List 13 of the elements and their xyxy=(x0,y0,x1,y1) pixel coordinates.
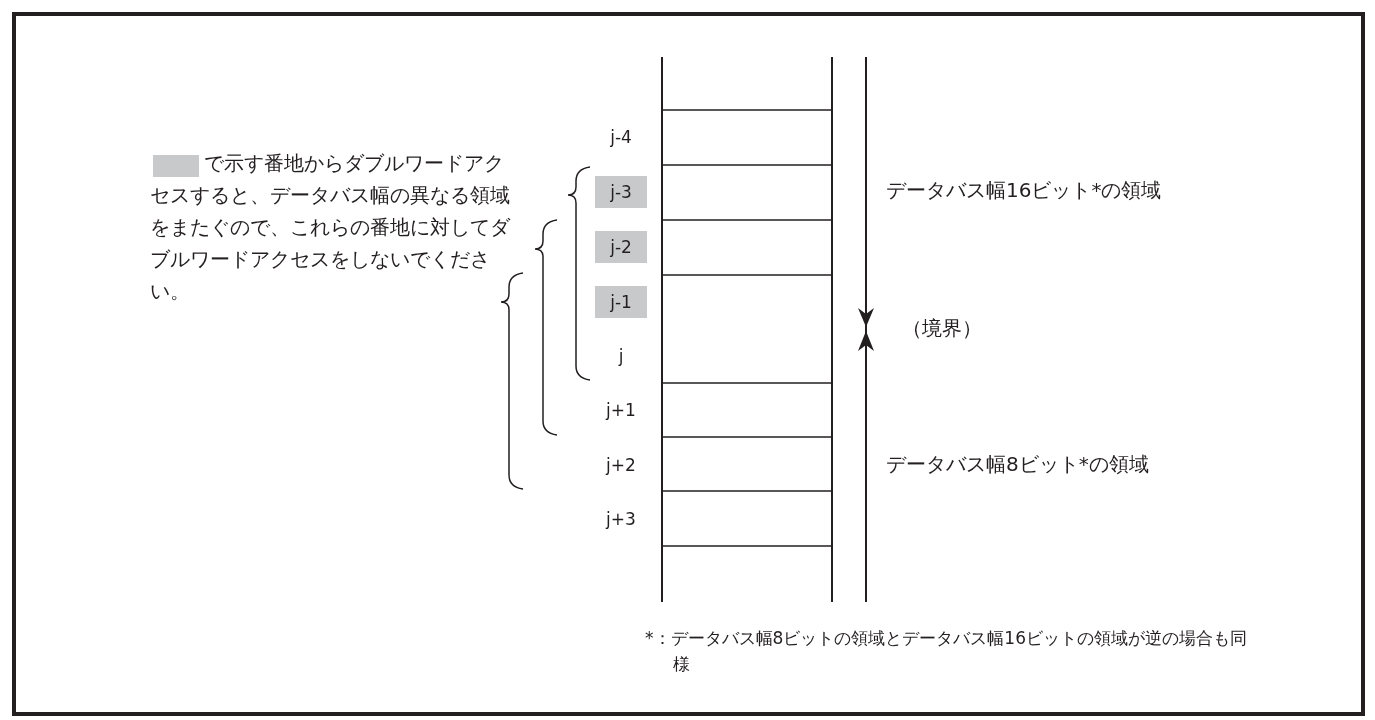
address-label: j xyxy=(617,345,625,368)
address-label: j+2 xyxy=(604,454,637,477)
shaded-address-cell: j-3 xyxy=(595,176,647,208)
region-label: データバス幅8ビット*の領域 xyxy=(886,452,1149,476)
note-text: で示す番地からダブルワードアクセスすると、データバス幅の異なる領域をまたぐので、これらの番地に対してダブルワードアクセスをしないでください。 xyxy=(150,151,512,305)
address-label: j+3 xyxy=(604,508,637,531)
address-label: j-4 xyxy=(609,126,633,149)
address-label: j+1 xyxy=(604,399,637,422)
footnote: *：データバス幅8ビットの領域とデータバス幅16ビットの領域が逆の場合も同様 xyxy=(645,627,1248,676)
shaded-address-cell: j-1 xyxy=(595,286,647,318)
region-label: データバス幅16ビット*の領域 xyxy=(886,178,1162,202)
boundary-label: （境界） xyxy=(902,316,982,340)
shaded-address-cell: j-2 xyxy=(595,231,647,263)
